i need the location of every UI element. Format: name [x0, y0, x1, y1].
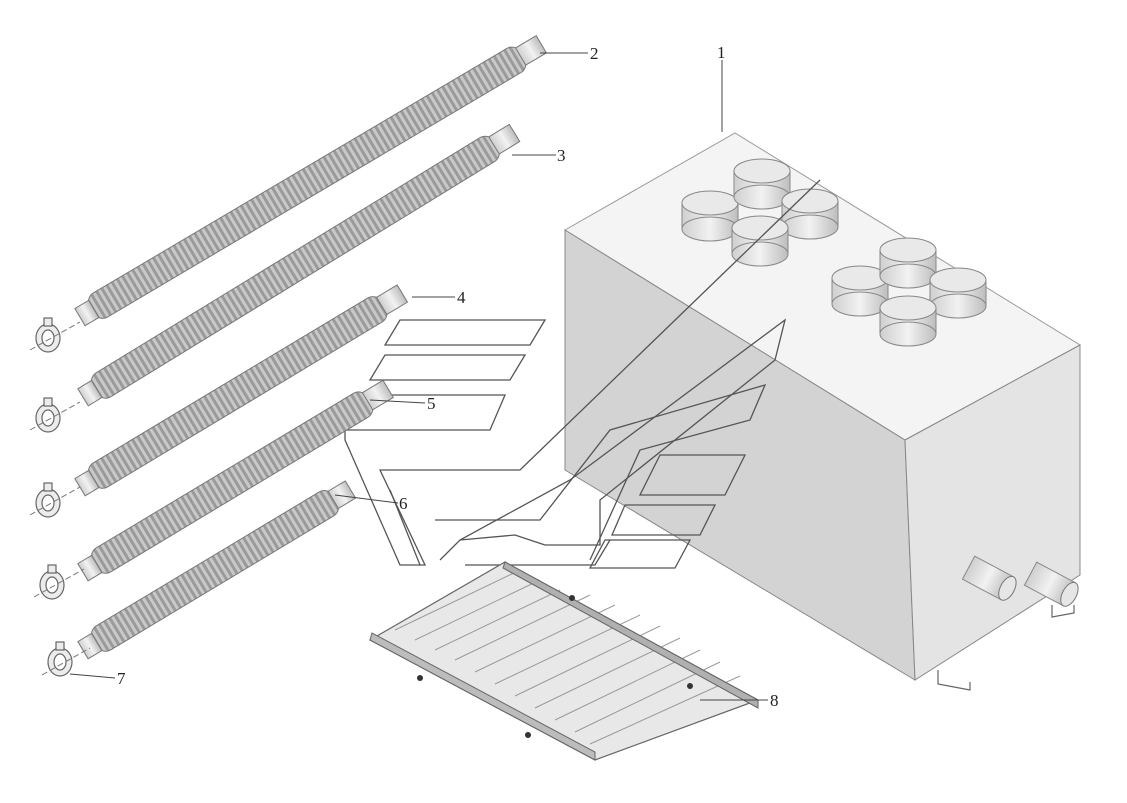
- callout-1: 1: [717, 43, 726, 62]
- hose-3: [77, 123, 521, 407]
- hose-clamps: [35, 317, 73, 677]
- hose-6: [77, 480, 357, 660]
- callout-4: 4: [457, 288, 466, 307]
- top-collars-right: [831, 237, 987, 347]
- callout-6: 6: [399, 494, 408, 513]
- clamp-axis-lines: [29, 321, 91, 676]
- top-collars-left: [681, 158, 839, 267]
- callout-labels: 1 2 3 4 5 6 7 8: [117, 43, 779, 710]
- side-pipe-stubs: [961, 555, 1079, 607]
- callout-7: 7: [117, 669, 126, 688]
- callout-2: 2: [590, 44, 599, 63]
- callout-8: 8: [770, 691, 779, 710]
- callout-3: 3: [557, 146, 566, 165]
- hose-routing-outlines: [344, 179, 821, 569]
- leader-lines: [69, 52, 768, 701]
- hose-5: [77, 379, 394, 582]
- callout-5: 5: [427, 394, 436, 413]
- hose-4: [74, 284, 409, 497]
- grille-panel: [368, 561, 760, 761]
- hose-2: [74, 34, 548, 327]
